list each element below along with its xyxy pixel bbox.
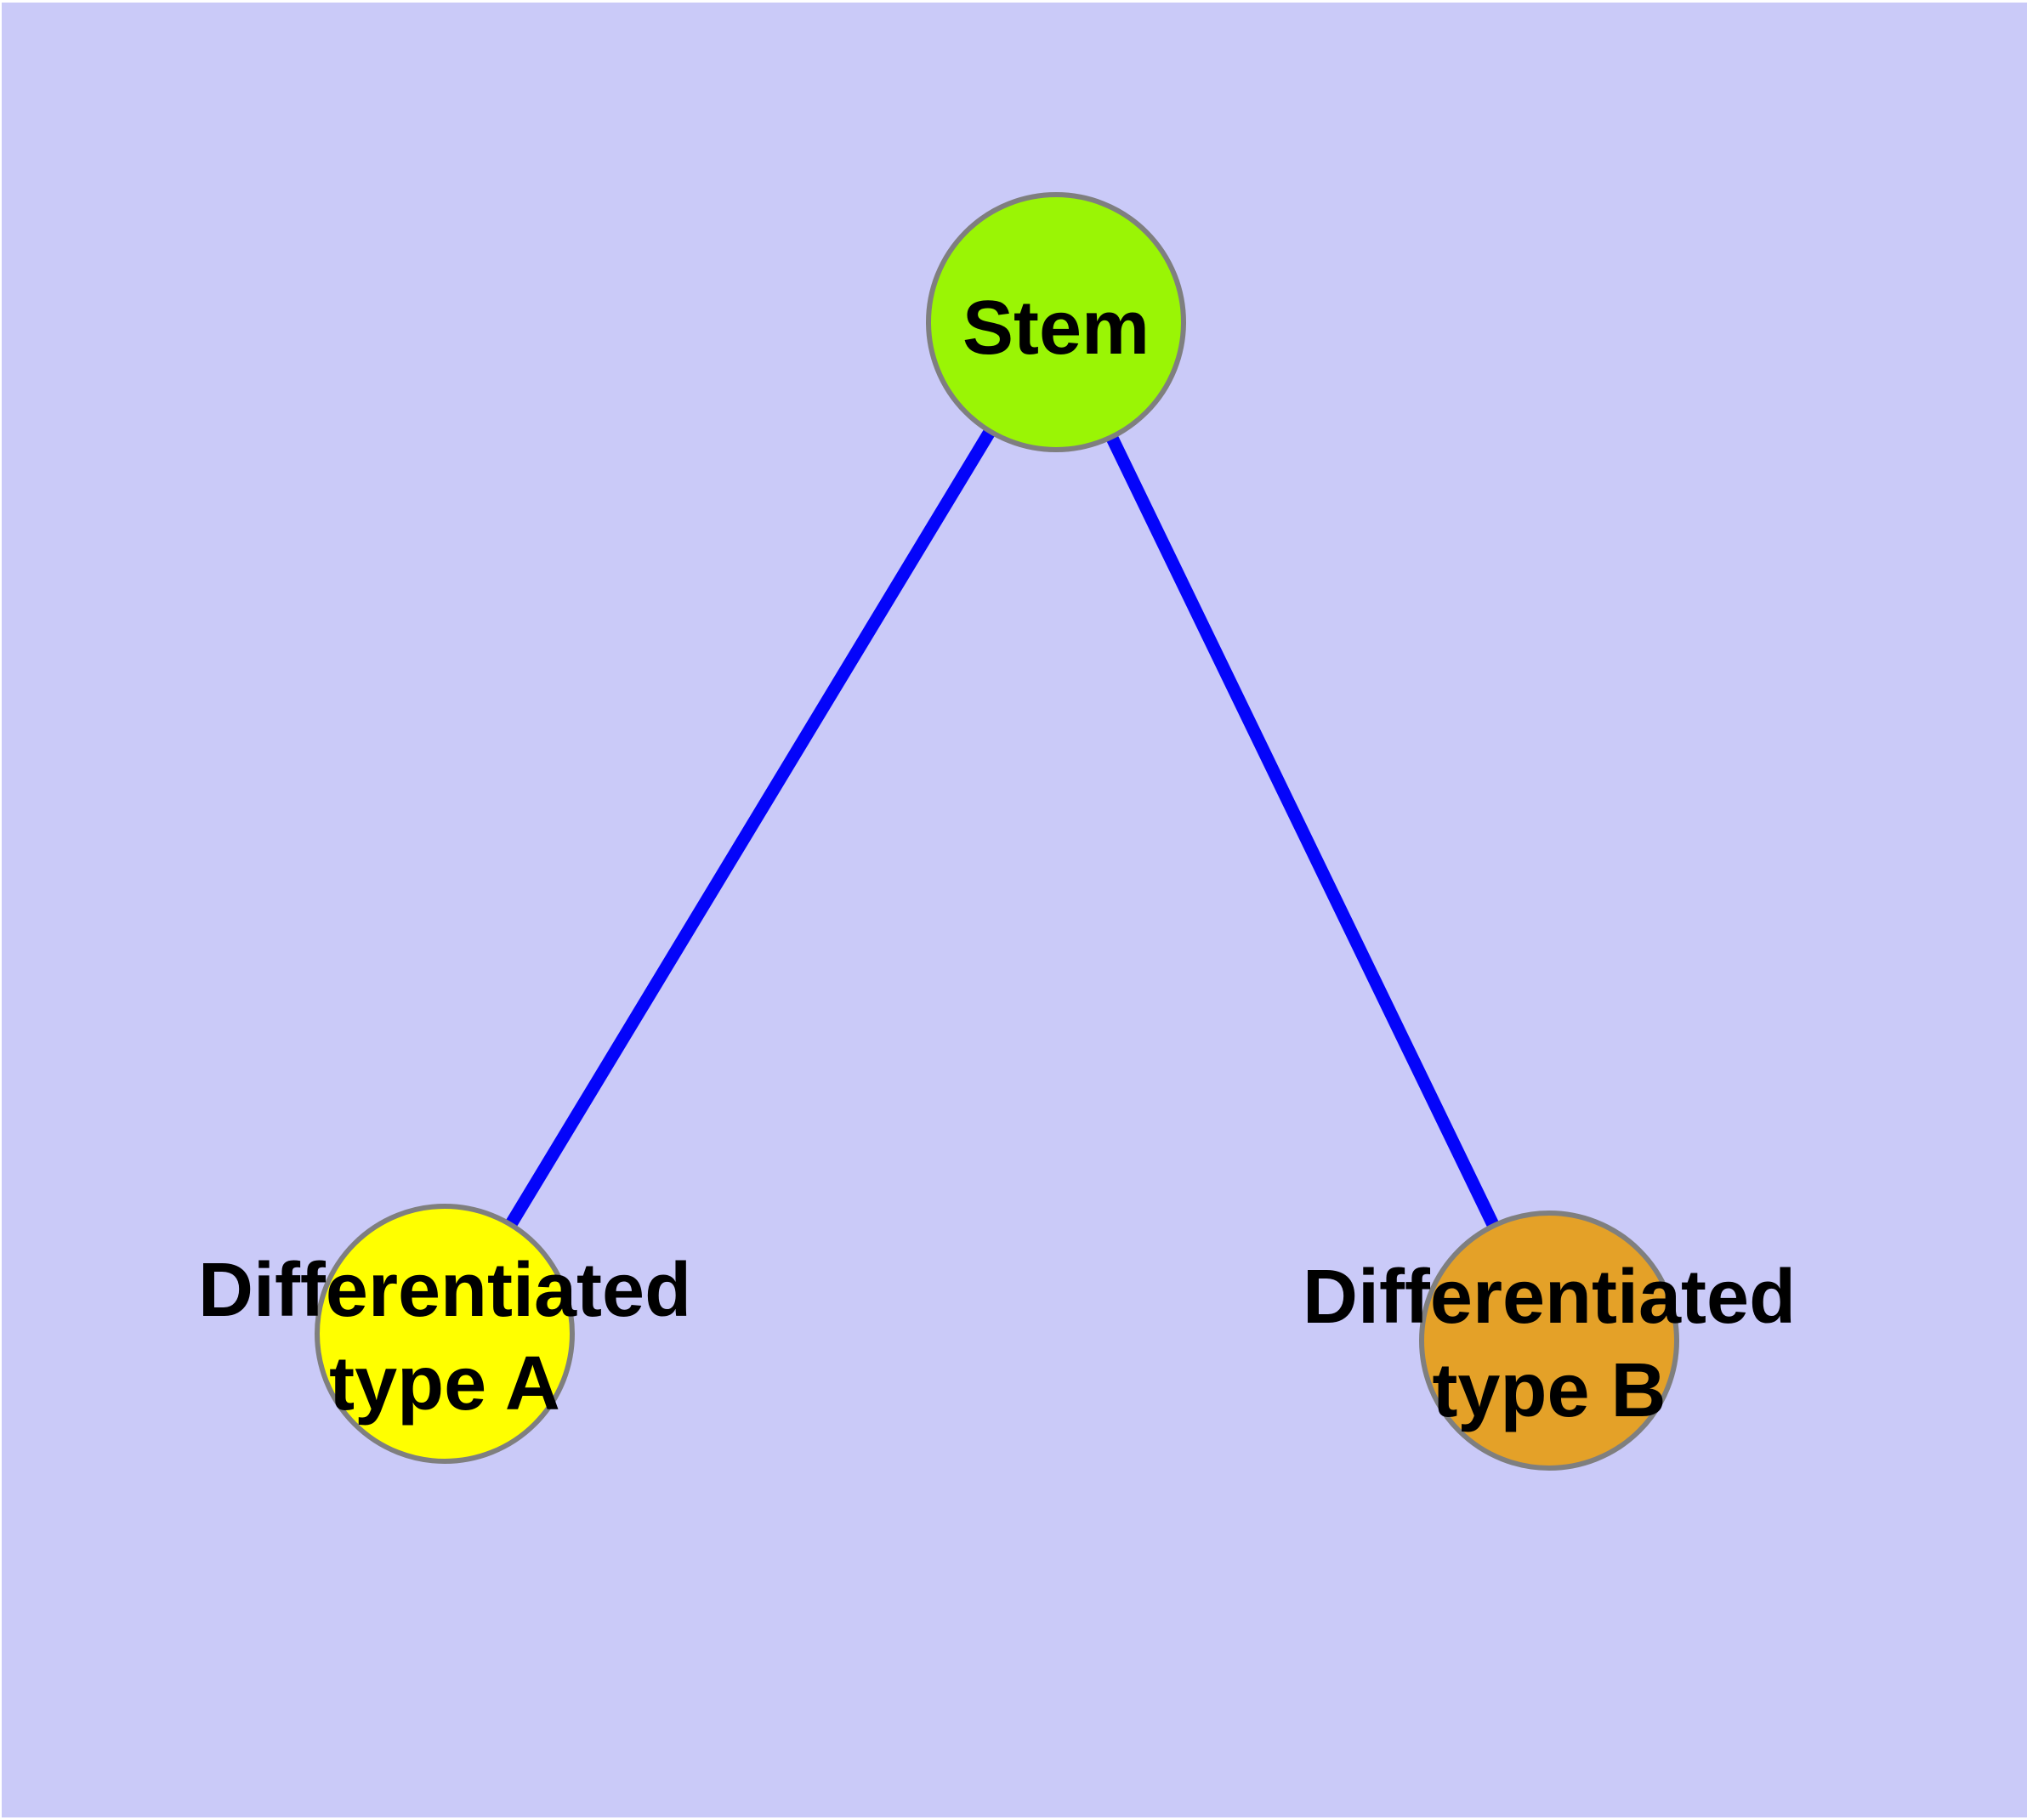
graph-drawing — [315, 192, 1679, 1471]
edge-stem-to-type-b — [1050, 319, 1555, 1344]
node-differentiated-type-a — [315, 1204, 575, 1464]
edge-stem-to-type-a — [439, 319, 1062, 1337]
node-stem — [926, 192, 1186, 452]
node-differentiated-type-b — [1419, 1210, 1679, 1471]
